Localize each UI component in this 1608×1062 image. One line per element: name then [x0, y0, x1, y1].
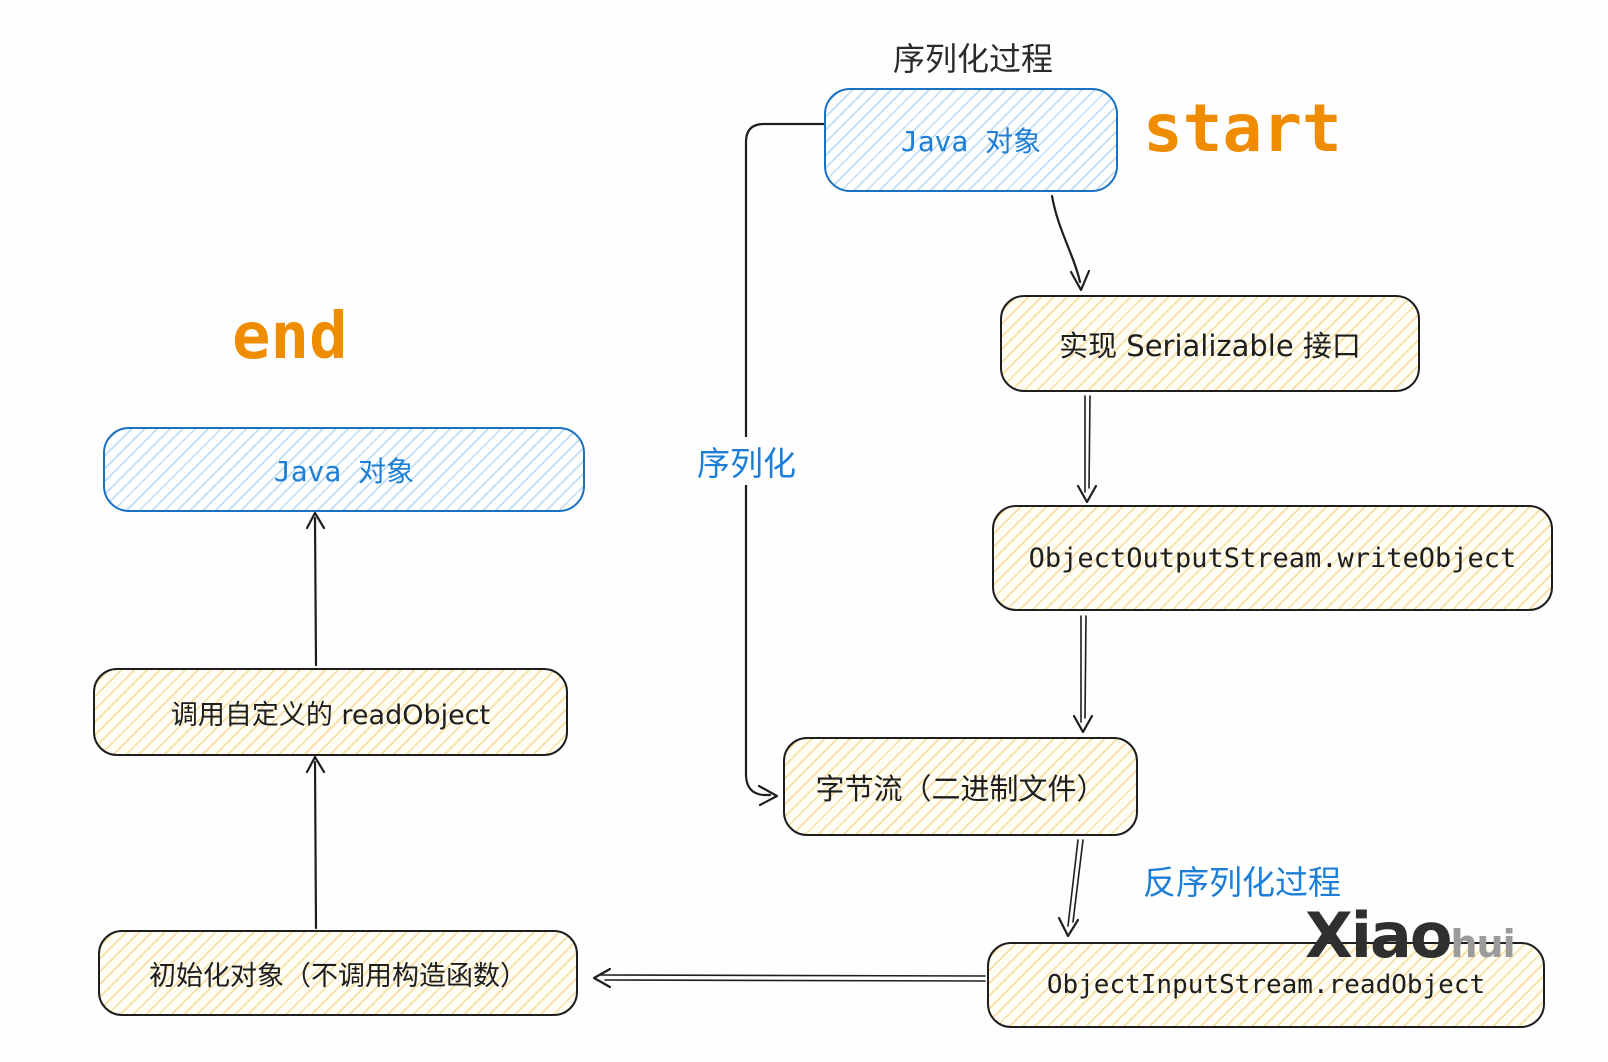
arrow-writeobject-to-bytestream — [1072, 615, 1094, 734]
node-init-object: 初始化对象（不调用构造函数） — [98, 930, 578, 1016]
node-objectoutputstream-writeobject: ObjectOutputStream.writeObject — [992, 505, 1553, 611]
arrow-callreadobject-to-java — [305, 511, 326, 667]
arrow-init-to-callreadobject — [305, 755, 326, 930]
start-label: start — [1143, 90, 1342, 167]
arrow-readobject-to-init — [592, 967, 986, 989]
node-java-object-end: Java 对象 — [103, 427, 585, 512]
node-impl-serializable: 实现 Serializable 接口 — [1000, 295, 1420, 392]
watermark: Xiaohui — [1305, 905, 1516, 967]
deserialize-process-label: 反序列化过程 — [1143, 863, 1341, 902]
end-label: end — [232, 300, 348, 374]
node-call-custom-readobject: 调用自定义的 readObject — [93, 668, 568, 756]
arrow-bytestream-to-readobject — [1057, 839, 1084, 938]
node-objectinputstream-readobject: ObjectInputStream.readObject — [987, 942, 1545, 1028]
node-byte-stream: 字节流（二进制文件） — [783, 737, 1138, 836]
node-java-object-start: Java 对象 — [824, 88, 1118, 192]
arrow-java-to-serializable — [1050, 194, 1091, 292]
serialize-label: 序列化 — [691, 437, 802, 485]
diagram-title: 序列化过程 — [893, 40, 1054, 78]
watermark-bold-text: Xiao — [1305, 899, 1452, 972]
watermark-light-text: hui — [1450, 922, 1516, 966]
arrow-serializable-to-writeobject — [1076, 395, 1098, 504]
